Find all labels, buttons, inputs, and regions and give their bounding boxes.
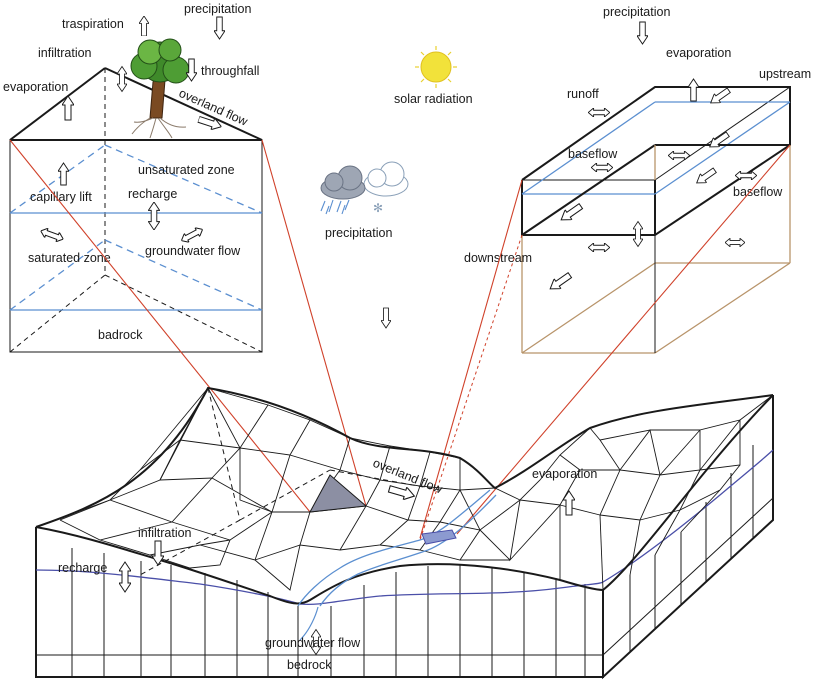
- upstream-label: upstream: [759, 67, 811, 81]
- baseflow-top-label: baseflow: [568, 147, 618, 161]
- highlighted-mesh-cell: [309, 474, 368, 513]
- svg-text:✻: ✻: [373, 201, 383, 215]
- terrain-infiltration-label: infiltration: [138, 526, 192, 540]
- tree-illustration: [130, 38, 190, 139]
- left-bedrock-label: badrock: [98, 328, 143, 342]
- terrain-evaporation-label: evaporation: [532, 467, 597, 481]
- left-precipitation-label: precipitation: [184, 2, 251, 16]
- sun-icon: [415, 46, 457, 88]
- cloud-icon: ✻: [320, 161, 409, 215]
- terrain-hidden-edges: [139, 387, 441, 576]
- infiltration-label: infiltration: [38, 46, 92, 60]
- runoff-label: runoff: [567, 87, 599, 101]
- stream-channel: [297, 489, 497, 641]
- baseflow-side-label: baseflow: [733, 185, 783, 199]
- terrain-groundwater-flow-label: groundwater flow: [265, 636, 361, 650]
- left-evaporation-label: evaporation: [3, 80, 68, 94]
- terrain-bedrock-label: bedrock: [287, 658, 332, 672]
- left-groundwater-flow-label: groundwater flow: [145, 244, 241, 258]
- saturated-zone-label: saturated zone: [28, 251, 111, 265]
- solar-radiation-label: solar radiation: [394, 92, 473, 106]
- triangular-mesh: [35, 387, 774, 591]
- right-precipitation-label: precipitation: [603, 5, 670, 19]
- throughfall-label: throughfall: [201, 64, 259, 78]
- unsaturated-zone-label: unsaturated zone: [138, 163, 235, 177]
- terrain-recharge-label: recharge: [58, 561, 107, 575]
- transpiration-label: traspiration: [62, 17, 124, 31]
- left-recharge-label: recharge: [128, 187, 177, 201]
- center-precipitation-label: precipitation: [325, 226, 392, 240]
- zoom-connector-lines: [9, 139, 791, 541]
- right-evaporation-label: evaporation: [666, 46, 731, 60]
- capillary-lift-label: capillary lift: [30, 190, 92, 204]
